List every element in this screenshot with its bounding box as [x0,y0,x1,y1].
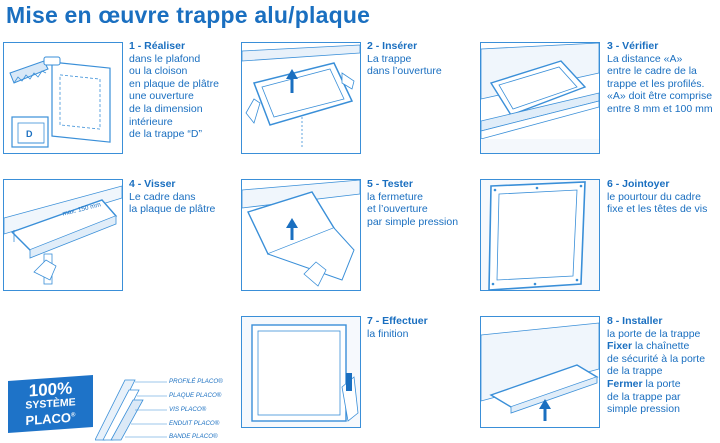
step-7-text: 7 - Effectuer la finition [367,315,428,340]
step-2-illustration [241,42,361,154]
step-5-line: et l’ouverture [367,203,428,216]
placo-system-badge: 100% SYSTÈME PLACO® [8,375,93,433]
step-3-illustration [480,42,600,154]
step-6-line: fixe et les têtes de vis [607,203,708,216]
step-1-line: une ouverture [129,90,194,103]
system-layers-illustration: PROFILÉ PLACO® PLAQUE PLACO® VIS PLACO® … [95,374,223,442]
dimension-label: D [26,129,33,139]
step-8-illustration [480,316,600,428]
step-3-line: «A» doit être comprise [607,90,713,103]
step-5-illustration [241,179,361,291]
step-1-heading: 1 - Réaliser [129,40,186,52]
step-8-text: 8 - Installer la porte de la trappe Fixe… [607,315,705,416]
step-1-text: 1 - Réaliser dans le plafond ou la clois… [129,40,219,141]
step-3-line: entre le cadre de la [607,65,697,78]
step-2-line: dans l’ouverture [367,65,442,78]
step-3-heading: 3 - Vérifier [607,40,659,52]
step-1-illustration: D [3,42,123,154]
step-6-line: le pourtour du cadre [607,190,701,203]
step-3-line: trappe et les profilés. [607,77,705,90]
step-1-line: en plaque de plâtre [129,77,219,90]
step-7-illustration [241,316,361,428]
step-5-line: par simple pression [367,215,459,228]
step-4-line: la plaque de plâtre [129,203,216,216]
step-8-fermer-word: Fermer [607,377,643,390]
step-3-line: La distance «A» [607,52,683,65]
layer-profile: PROFILÉ PLACO® [169,378,223,385]
step-6-illustration [480,179,600,291]
badge-brand: PLACO [25,409,72,429]
layer-vis: VIS PLACO® [169,406,207,413]
step-1-line: de la trappe “D” [129,128,202,141]
step-8-line: simple pression [607,403,680,416]
step-1-line: de la dimension [129,102,203,115]
step-8-fixer-word: Fixer [607,340,633,353]
step-5-heading: 5 - Tester [367,178,413,190]
step-8-line: de la trappe par [607,390,681,403]
step-1-line: ou la cloison [129,65,188,78]
step-8-line: de la trappe [607,365,663,378]
step-8-line: la chaînette [632,340,690,353]
step-1-line: dans le plafond [129,52,201,65]
step-5-text: 5 - Tester la fermeture et l’ouverture p… [367,178,458,228]
step-8-line: de sécurité à la porte [607,352,706,365]
step-8-line: la porte [642,377,681,390]
step-3-line: entre 8 mm et 100 mm [607,102,713,115]
step-8-heading: 8 - Installer [607,315,663,327]
layer-enduit: ENDUIT PLACO® [169,420,220,427]
step-6-text: 6 - Jointoyer le pourtour du cadre fixe … [607,178,707,216]
step-8-line: la porte de la trappe [607,327,701,340]
step-2-heading: 2 - Insérer [367,40,418,52]
step-6-heading: 6 - Jointoyer [607,178,670,190]
step-5-line: la fermeture [367,190,424,203]
step-4-heading: 4 - Visser [129,178,176,190]
badge-reg: ® [71,412,76,419]
layer-bande: BANDE PLACO® [169,433,218,440]
step-2-line: La trappe [367,52,412,65]
step-7-line: la finition [367,327,409,340]
page-title: Mise en œuvre trappe alu/plaque [6,2,371,28]
step-7-heading: 7 - Effectuer [367,315,428,327]
step-4-text: 4 - Visser Le cadre dans la plaque de pl… [129,178,215,216]
step-1-line: intérieure [129,115,173,128]
step-3-text: 3 - Vérifier La distance «A» entre le ca… [607,40,713,116]
step-4-line: Le cadre dans [129,190,196,203]
layer-plaque: PLAQUE PLACO® [169,392,222,399]
step-4-illustration: max. 150 mm [3,179,123,291]
step-2-text: 2 - Insérer La trappe dans l’ouverture [367,40,442,78]
